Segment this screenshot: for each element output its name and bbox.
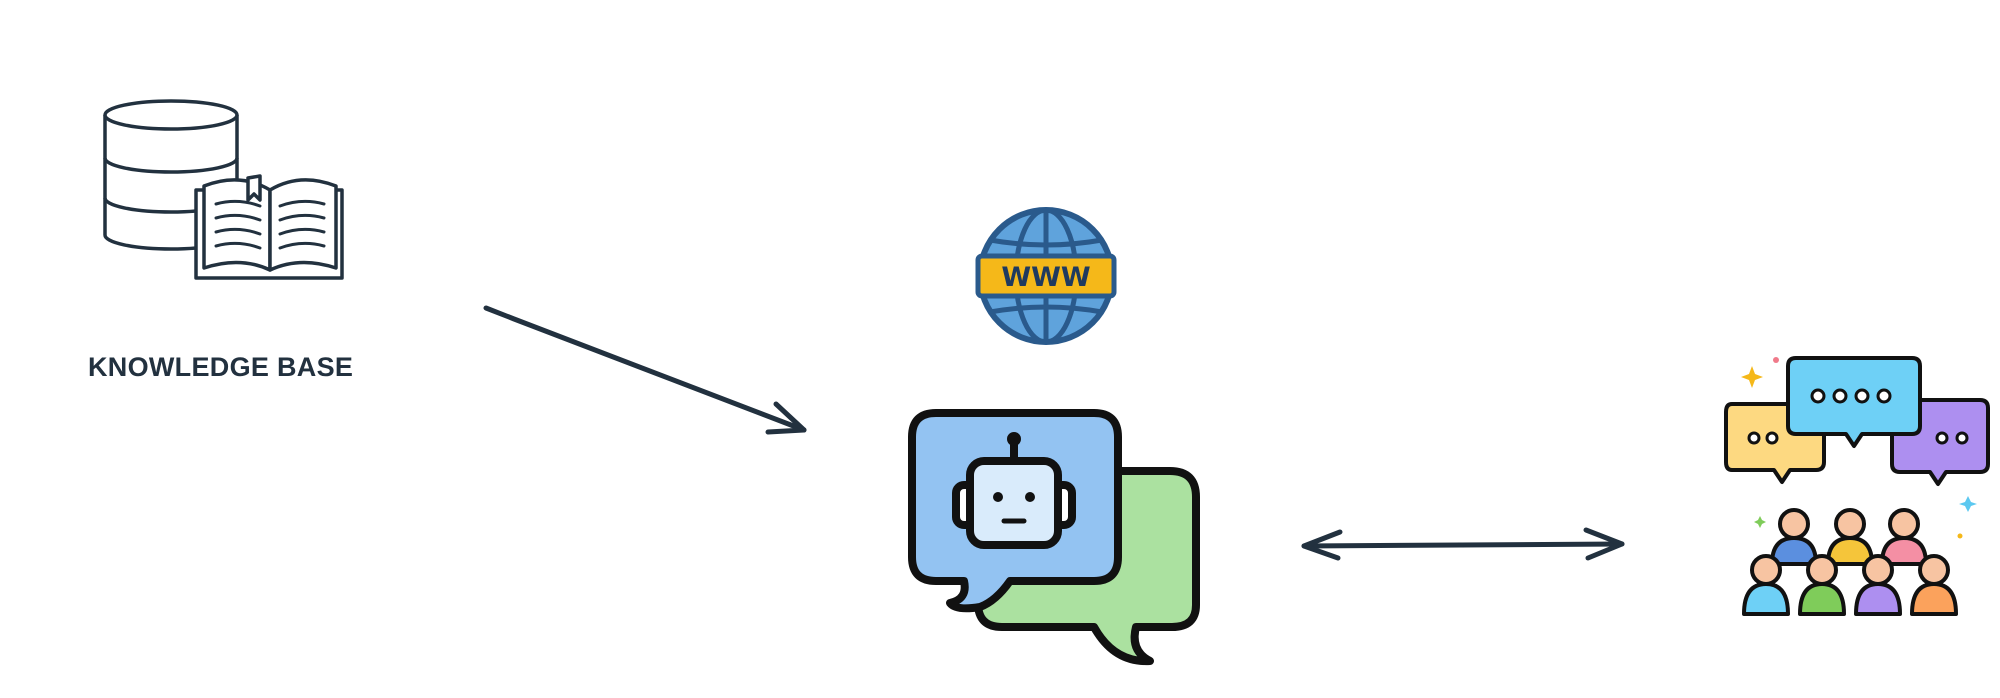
arrow-chatbot-users — [1301, 527, 1625, 561]
chatbot-icon — [908, 409, 1200, 666]
globe-www-icon: WWW — [975, 207, 1117, 345]
database-book-icon — [103, 99, 344, 280]
arrow-kb-to-chatbot — [483, 305, 807, 435]
www-text: WWW — [1001, 262, 1090, 293]
user-group-chat-icon — [1724, 356, 1990, 616]
sparkle-icon — [1741, 366, 1763, 388]
knowledge-base-label: KNOWLEDGE BASE — [88, 352, 354, 382]
